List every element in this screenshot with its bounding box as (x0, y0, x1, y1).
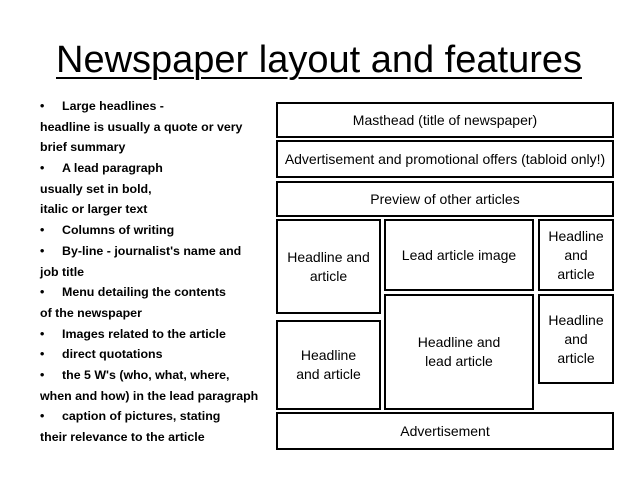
list-item: • the 5 W's (who, what, where, (40, 365, 270, 386)
list-item-text: Menu detailing the contents (62, 285, 226, 300)
list-item: of the newspaper (40, 303, 270, 324)
list-item-text: when and how) in the lead paragraph (40, 388, 259, 403)
list-item-text: italic or larger text (40, 202, 148, 217)
list-item: • Images related to the article (40, 324, 270, 345)
list-item: • direct quotations (40, 344, 270, 365)
headline-left-top-box: Headline and article (276, 219, 381, 314)
list-item-text: Large headlines - (62, 99, 164, 113)
list-item: job title (40, 262, 270, 283)
bullet: • (40, 99, 45, 113)
list-item-text: job title (40, 264, 85, 279)
list-item-text: usually set in bold, (40, 181, 152, 196)
headline-right-bottom-box: Headline and article (538, 294, 614, 384)
list-item: when and how) in the lead paragraph (40, 386, 270, 407)
headline-right-top-box: Headline and article (538, 219, 614, 291)
bullet: • (40, 326, 45, 341)
list-item: their relevance to the article (40, 427, 270, 448)
bullet: • (40, 367, 45, 382)
headline-left-bottom-box: Headline and article (276, 320, 381, 410)
list-item-text: direct quotations (62, 347, 163, 362)
list-item: • A lead paragraph (40, 158, 270, 179)
list-item: italic or larger text (40, 199, 270, 220)
bullet: • (40, 347, 45, 362)
bullet: • (40, 409, 45, 424)
advertisement-bottom-box: Advertisement (276, 412, 614, 450)
list-item: • Large headlines - (40, 96, 270, 117)
preview-box: Preview of other articles (276, 181, 614, 217)
list-item-text: the 5 W's (who, what, where, (62, 367, 230, 382)
list-item: brief summary (40, 137, 270, 158)
list-item-text: A lead paragraph (62, 161, 163, 176)
list-item: • By-line - journalist's name and (40, 241, 270, 262)
list-item-text: headline is usually a quote or very (40, 119, 243, 134)
list-item: headline is usually a quote or very (40, 117, 270, 138)
bullet: • (40, 161, 45, 176)
list-item: • Columns of writing (40, 220, 270, 241)
bullet: • (40, 243, 45, 258)
feature-list: • Large headlines - headline is usually a… (40, 96, 270, 448)
list-item-text: caption of pictures, stating (62, 409, 221, 424)
list-item: • Menu detailing the contents (40, 282, 270, 303)
list-item-text: Columns of writing (62, 223, 175, 238)
bullet: • (40, 285, 45, 300)
advertisement-top-box: Advertisement and promotional offers (ta… (276, 140, 614, 178)
list-item-text: brief summary (40, 140, 126, 155)
page-title: Newspaper layout and features (56, 39, 582, 81)
masthead-box: Masthead (title of newspaper) (276, 102, 614, 138)
headline-lead-box: Headline and lead article (384, 294, 534, 410)
list-item-text: of the newspaper (40, 305, 142, 320)
bullet: • (40, 223, 45, 238)
list-item: • caption of pictures, stating (40, 406, 270, 427)
list-item-text: By-line - journalist's name and (62, 243, 242, 258)
list-item-text: their relevance to the article (40, 430, 205, 444)
list-item-text: Images related to the article (62, 326, 226, 341)
list-item: usually set in bold, (40, 179, 270, 200)
lead-image-box: Lead article image (384, 219, 534, 291)
